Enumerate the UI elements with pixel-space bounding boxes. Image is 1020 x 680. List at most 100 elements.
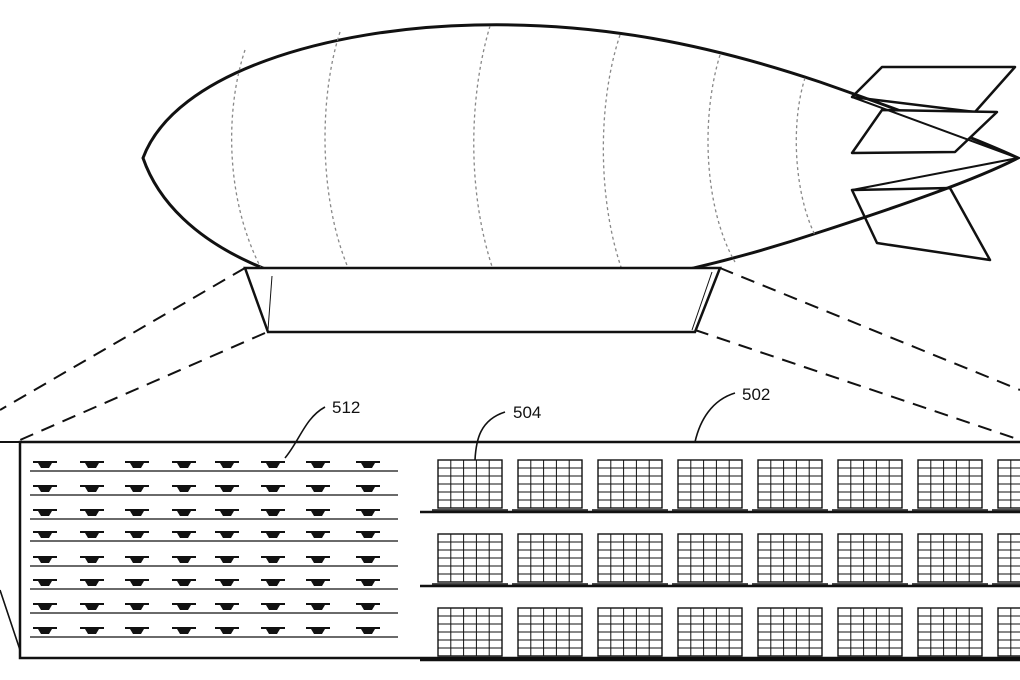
drone: [33, 627, 57, 634]
inventory-shelf: [432, 533, 508, 585]
inventory-shelf: [432, 459, 508, 511]
drone: [172, 579, 196, 586]
drone: [356, 461, 380, 468]
drone: [125, 603, 149, 610]
projection-line-upper-left: [0, 267, 246, 411]
projection-line-lower-left: [19, 332, 266, 441]
inventory-shelf: [672, 607, 748, 659]
drone: [306, 579, 330, 586]
drone: [356, 603, 380, 610]
drone: [172, 556, 196, 563]
projection-line-upper-right: [719, 267, 1020, 391]
drone: [306, 509, 330, 516]
interior-perspective-edge: [0, 589, 21, 651]
drone: [215, 556, 239, 563]
drone: [261, 485, 285, 492]
drone-rack: [33, 461, 380, 634]
drone: [125, 461, 149, 468]
drone: [261, 556, 285, 563]
tail-fin-bottom: [850, 186, 992, 262]
inventory-shelf: [752, 533, 828, 585]
drone: [215, 461, 239, 468]
inventory-shelves: [432, 459, 1020, 659]
drone: [261, 627, 285, 634]
inventory-shelf: [592, 533, 668, 585]
inventory-shelf: [752, 459, 828, 511]
envelope-seam: [602, 34, 631, 291]
drone: [172, 509, 196, 516]
drone: [33, 603, 57, 610]
envelope-seam: [795, 77, 816, 236]
leader-line-504: [474, 411, 506, 461]
drone: [261, 531, 285, 538]
leader-line-512: [284, 406, 326, 459]
inventory-shelf: [832, 533, 908, 585]
drone: [33, 579, 57, 586]
inventory-shelf: [432, 607, 508, 659]
gondola-edge: [267, 275, 273, 331]
drone: [172, 531, 196, 538]
inventory-shelf: [992, 607, 1020, 659]
envelope-seam: [231, 49, 263, 271]
drone: [80, 461, 104, 468]
drone: [356, 531, 380, 538]
inventory-shelf: [512, 459, 588, 511]
drone: [306, 531, 330, 538]
drone: [172, 627, 196, 634]
drone: [261, 461, 285, 468]
projection-lines: [0, 267, 1020, 441]
inventory-shelf: [512, 607, 588, 659]
envelope-seam: [473, 25, 506, 301]
inventory-shelf: [752, 607, 828, 659]
inventory-shelf: [992, 459, 1020, 511]
projection-line-lower-right: [694, 329, 1020, 441]
drone: [33, 531, 57, 538]
drone: [125, 485, 149, 492]
label-504: 504: [513, 403, 541, 422]
drone: [356, 627, 380, 634]
drone: [215, 579, 239, 586]
drone: [356, 556, 380, 563]
drone-rack-rails: [30, 470, 398, 638]
drone: [125, 627, 149, 634]
tail-cone: [851, 96, 1020, 191]
drone: [356, 485, 380, 492]
drone: [33, 461, 57, 468]
inventory-shelf: [912, 607, 988, 659]
inventory-shelf: [832, 459, 908, 511]
inventory-shelf: [592, 607, 668, 659]
drone: [33, 485, 57, 492]
inventory-shelf: [992, 533, 1020, 585]
drone: [80, 627, 104, 634]
inventory-shelf: [672, 533, 748, 585]
drone: [80, 556, 104, 563]
drone: [215, 509, 239, 516]
drone: [306, 461, 330, 468]
inventory-shelf: [912, 459, 988, 511]
drone: [356, 509, 380, 516]
gondola-edge: [691, 271, 713, 331]
leader-line-502: [694, 392, 736, 443]
envelope-seam: [707, 54, 736, 263]
drone: [306, 485, 330, 492]
envelope-seams: [231, 25, 816, 301]
drone: [261, 579, 285, 586]
drone: [215, 627, 239, 634]
inventory-shelf: [592, 459, 668, 511]
drone: [125, 556, 149, 563]
shelf-floors: [420, 510, 1020, 662]
drone: [215, 603, 239, 610]
drone: [306, 556, 330, 563]
drone: [125, 509, 149, 516]
inventory-shelf: [512, 533, 588, 585]
drone: [261, 509, 285, 516]
tail-fins: [850, 65, 1017, 262]
drone: [215, 485, 239, 492]
drone: [172, 485, 196, 492]
drone: [306, 627, 330, 634]
drone: [261, 603, 285, 610]
drone: [125, 531, 149, 538]
drone: [33, 556, 57, 563]
drone: [80, 509, 104, 516]
drone: [356, 579, 380, 586]
